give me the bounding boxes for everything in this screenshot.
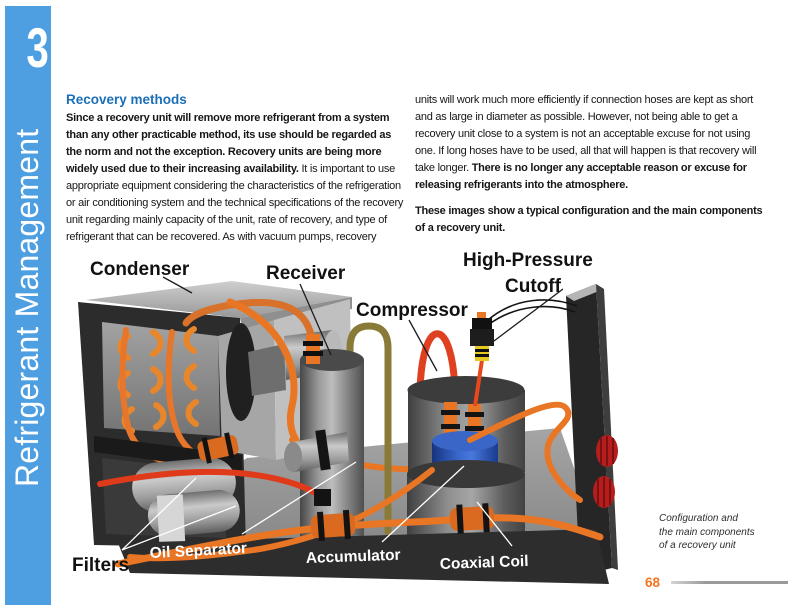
valve-knob	[593, 476, 615, 508]
caption-line: Configuration and	[659, 513, 738, 524]
refrigerant-tubes-front	[97, 401, 604, 568]
label-filters: Filters	[72, 555, 129, 576]
cutoff-wire	[487, 299, 578, 321]
upper-tube-coupling	[197, 432, 239, 464]
chapter-sidebar: 3	[5, 6, 51, 605]
label-high-pressure: High-Pressure	[463, 250, 593, 271]
label-oil-separator: Oil Separator	[149, 540, 247, 562]
label-accumulator: Accumulator	[306, 547, 401, 567]
elbow-fitting	[314, 489, 331, 506]
text-column-left: Since a recovery unit will remove more r…	[66, 110, 406, 246]
label-compressor: Compressor	[356, 300, 469, 321]
high-pressure-cutoff-device	[470, 299, 578, 407]
bold-text: There is no longer any acceptable reason…	[415, 162, 747, 191]
label-coaxial-coil: Coaxial Coil	[440, 553, 529, 573]
chapter-number: 3	[26, 16, 49, 79]
inline-fitting	[284, 429, 349, 472]
cutoff-wire	[487, 305, 576, 326]
compressor-unit	[407, 376, 525, 558]
footer-rule	[671, 581, 788, 584]
figure-caption: Configuration and the main components of…	[659, 512, 755, 553]
tube-coupling	[310, 509, 356, 542]
section-heading: Recovery methods	[66, 92, 187, 107]
text-column-right: units will work much more efficiently if…	[415, 92, 769, 237]
label-receiver: Receiver	[266, 263, 346, 284]
side-panel	[566, 284, 618, 576]
page-number: 68	[645, 575, 661, 590]
body-text: units will work much more efficiently if…	[415, 94, 757, 174]
valve-knob	[596, 435, 618, 467]
bold-intro-text: Since a recovery unit will remove more r…	[66, 112, 392, 175]
caption-line: the main components	[659, 526, 755, 538]
label-condenser: Condenser	[90, 259, 190, 280]
tube-coupling	[449, 503, 495, 534]
leader-lines-black	[162, 276, 564, 372]
body-text: It is important to use appropriate equip…	[66, 163, 404, 243]
paragraph: These images show a typical configuratio…	[415, 203, 769, 237]
paragraph: units will work much more efficiently if…	[415, 92, 769, 194]
label-cutoff: Cutoff	[505, 276, 562, 297]
paragraph: Since a recovery unit will remove more r…	[66, 110, 406, 246]
bold-text: These images show a typical configuratio…	[415, 205, 763, 234]
leader-lines-white	[121, 461, 513, 551]
caption-line: of a recovery unit	[659, 540, 736, 551]
